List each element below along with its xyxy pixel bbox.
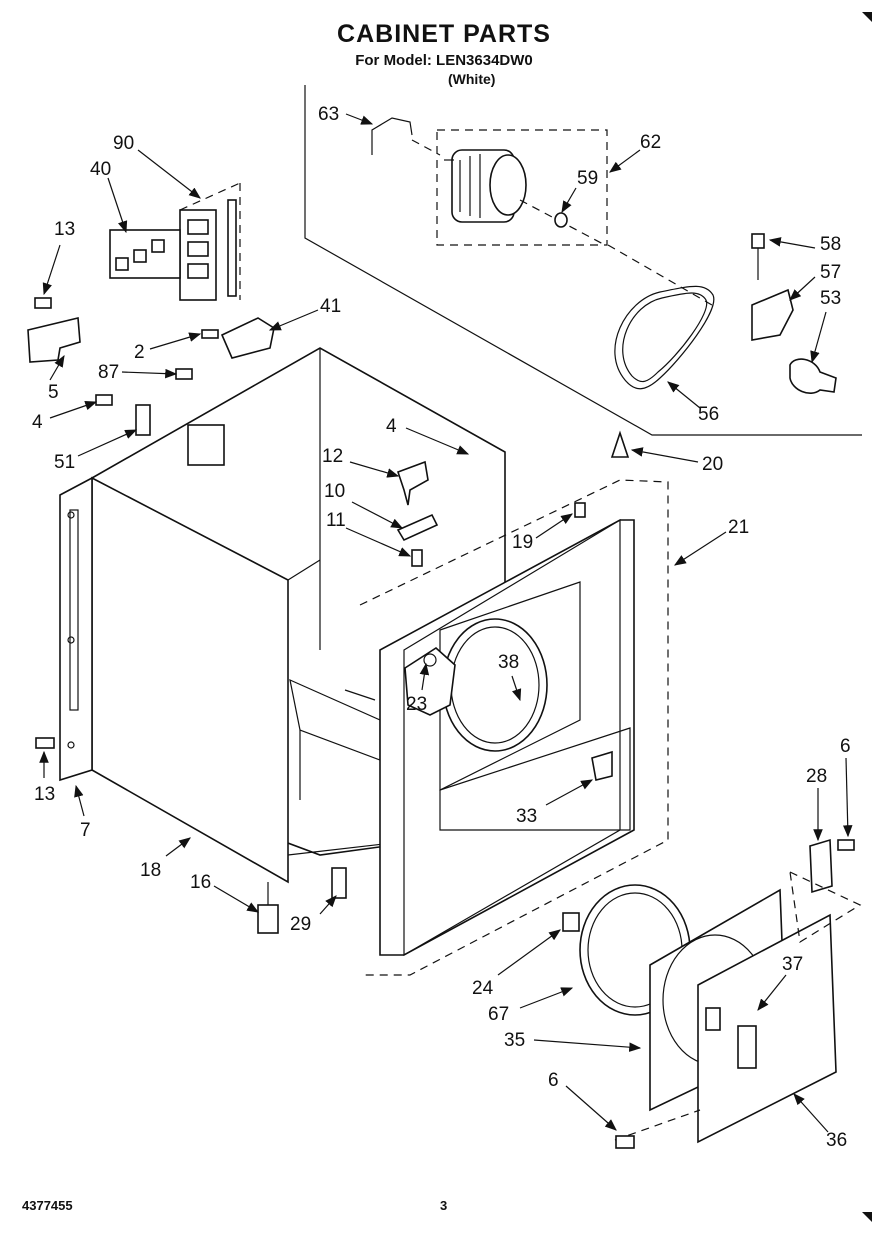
door-hinge bbox=[809, 838, 833, 894]
left-bracket bbox=[27, 317, 81, 363]
callout-67: 67 bbox=[488, 1004, 509, 1025]
screw-13-top bbox=[34, 297, 52, 309]
callout-40: 40 bbox=[90, 159, 111, 180]
page-title: CABINET PARTS bbox=[337, 20, 551, 48]
clip-10 bbox=[396, 513, 439, 542]
clip-19 bbox=[574, 502, 586, 518]
callout-36: 36 bbox=[826, 1130, 847, 1151]
callout-58: 58 bbox=[820, 234, 841, 255]
terminal-block-assembly bbox=[109, 182, 275, 359]
callout-37: 37 bbox=[782, 954, 803, 975]
front-panel-dashed bbox=[359, 479, 669, 976]
callout-labels: 63 62 59 90 40 13 41 58 57 53 2 87 5 4 5… bbox=[32, 104, 851, 1151]
front-panel bbox=[379, 518, 635, 957]
callout-20: 20 bbox=[702, 454, 723, 475]
callout-29: 29 bbox=[290, 914, 311, 935]
idler-bracket bbox=[751, 288, 794, 341]
callout-33: 33 bbox=[516, 806, 537, 827]
callout-6-bottom: 6 bbox=[548, 1070, 559, 1091]
callout-56: 56 bbox=[698, 404, 719, 425]
corner-mark-top-right bbox=[862, 12, 872, 22]
callout-57: 57 bbox=[820, 262, 841, 283]
callout-87: 87 bbox=[98, 362, 119, 383]
leveling-leg bbox=[257, 882, 279, 934]
screw-6-bottom bbox=[615, 1135, 635, 1149]
callout-23: 23 bbox=[406, 694, 427, 715]
callout-41: 41 bbox=[320, 296, 341, 317]
callout-21: 21 bbox=[728, 517, 749, 538]
page-number: 3 bbox=[440, 1198, 448, 1213]
callout-2: 2 bbox=[134, 342, 145, 363]
screw-13-bottom bbox=[35, 737, 55, 749]
part-29 bbox=[331, 867, 347, 899]
idler-screw bbox=[751, 233, 765, 249]
callout-19: 19 bbox=[512, 532, 533, 553]
idler-pulley bbox=[789, 358, 837, 394]
callout-51: 51 bbox=[54, 452, 75, 473]
doc-number: 4377455 bbox=[22, 1198, 73, 1213]
callout-5: 5 bbox=[48, 382, 59, 403]
screw-87 bbox=[175, 368, 193, 380]
callout-90: 90 bbox=[113, 133, 134, 154]
leader-lines bbox=[39, 113, 853, 1133]
callout-7: 7 bbox=[80, 820, 91, 841]
callout-10: 10 bbox=[324, 481, 345, 502]
drive-motor bbox=[444, 149, 606, 246]
motor-dashed-box bbox=[436, 129, 608, 246]
callout-13-top: 13 bbox=[54, 219, 75, 240]
callout-59: 59 bbox=[577, 168, 598, 189]
drum-belt bbox=[614, 285, 715, 390]
cone-20 bbox=[610, 430, 630, 458]
screw-4-left bbox=[95, 394, 113, 406]
door-assembly bbox=[562, 838, 862, 1149]
clip-12 bbox=[396, 460, 429, 506]
motor-section-outline bbox=[304, 85, 862, 436]
door-catch-24 bbox=[562, 912, 580, 932]
callout-38: 38 bbox=[498, 652, 519, 673]
callout-13-bottom: 13 bbox=[34, 784, 55, 805]
callout-4-right: 4 bbox=[386, 416, 397, 437]
callout-24: 24 bbox=[472, 978, 494, 999]
callout-12: 12 bbox=[322, 446, 343, 467]
callout-35: 35 bbox=[504, 1030, 525, 1051]
callout-28: 28 bbox=[806, 766, 827, 787]
callout-18: 18 bbox=[140, 860, 161, 881]
callout-6-top: 6 bbox=[840, 736, 851, 757]
bracket-51 bbox=[135, 404, 151, 436]
color-line: (White) bbox=[448, 71, 496, 87]
callout-53: 53 bbox=[820, 288, 841, 309]
corner-mark-bottom-right bbox=[862, 1212, 872, 1222]
callout-4-left: 4 bbox=[32, 412, 43, 433]
callout-63: 63 bbox=[318, 104, 339, 125]
callout-11: 11 bbox=[326, 510, 346, 531]
model-line: For Model: LEN3634DW0 bbox=[355, 52, 533, 69]
motor-clip bbox=[371, 117, 413, 155]
screw-11 bbox=[411, 549, 423, 567]
callout-62: 62 bbox=[640, 132, 661, 153]
callout-16: 16 bbox=[190, 872, 211, 893]
